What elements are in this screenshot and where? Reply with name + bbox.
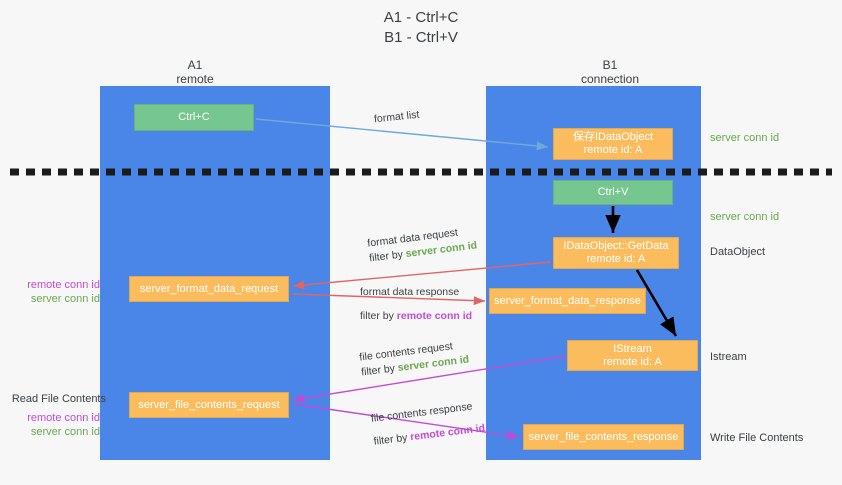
annotation-istream: Istream	[710, 351, 747, 363]
box-server-format-data-request-label: server_format_data_request	[139, 282, 279, 295]
box-getdata-line2: remote id: A	[586, 253, 646, 265]
annotation-remote-conn-id-2: remote conn id	[27, 412, 100, 424]
box-getdata[interactable]: IDataObject::GetData remote id: A	[553, 237, 679, 269]
title-line-1: A1 - Ctrl+C	[383, 9, 459, 26]
column-header-a1: A1 remote	[130, 58, 260, 86]
edge-label-format-data-response-line1: format data response	[360, 286, 460, 298]
annotation-server-conn-id-top: server conn id	[710, 132, 780, 144]
edge-label-format-list: format list	[373, 108, 420, 128]
box-ctrl-c-label: Ctrl+C	[178, 111, 210, 123]
box-set-dataobject[interactable]: 保存IDataObject remote id: A	[553, 128, 673, 160]
box-istream-line2: remote id: A	[603, 355, 662, 368]
box-set-dataobject-line1: 保存IDataObject	[572, 131, 654, 143]
annotation-server-conn-id-2: server conn id	[30, 426, 100, 438]
column-a1-name: A1	[187, 58, 203, 72]
edge-label-format-list-text: format list	[373, 108, 420, 126]
box-server-format-data-response[interactable]: server_format_data_response	[489, 288, 646, 314]
column-b1-name: B1	[602, 58, 618, 72]
column-a1-role: remote	[176, 72, 214, 86]
page-title: A1 - Ctrl+C B1 - Ctrl+V	[0, 8, 842, 48]
edge-label-format-data-request: format data request filter by server con…	[367, 223, 478, 266]
box-ctrl-v-label: Ctrl+V	[597, 186, 629, 198]
box-ctrl-c[interactable]: Ctrl+C	[134, 104, 254, 131]
box-getdata-line1: IDataObject::GetData	[563, 240, 669, 252]
box-server-file-contents-response-label: server_file_contents_response	[528, 430, 679, 443]
column-b1-role: connection	[580, 72, 640, 86]
edge-label-format-data-response: format data response filter by remote co…	[360, 285, 472, 324]
annotation-conn-ids-file: remote conn id server conn id	[8, 411, 100, 439]
edge-label-file-contents-response: file contents response filter by remote …	[370, 398, 486, 449]
annotation-remote-conn-id-1: remote conn id	[27, 279, 100, 291]
filter-prefix: filter by	[360, 362, 399, 379]
filter-prefix: filter by	[360, 310, 397, 322]
box-server-format-data-request[interactable]: server_format_data_request	[129, 276, 289, 302]
box-server-file-contents-request-label: server_file_contents_request	[138, 398, 280, 411]
annotation-server-conn-id-mid: server conn id	[710, 211, 780, 223]
box-ctrl-v[interactable]: Ctrl+V	[553, 180, 673, 205]
box-istream-line1: IStream	[613, 342, 652, 355]
filter-prefix: filter by	[368, 248, 407, 265]
edge-label-format-data-response-filter: filter by remote conn id	[360, 309, 472, 324]
box-server-file-contents-request[interactable]: server_file_contents_request	[129, 392, 289, 418]
edge-label-file-contents-request: file contents request filter by server c…	[359, 337, 470, 380]
box-istream[interactable]: IStream remote id: A	[567, 340, 698, 371]
annotation-write-file-contents: Write File Contents	[710, 432, 804, 444]
filter-key: remote conn id	[409, 422, 486, 444]
filter-prefix: filter by	[373, 431, 411, 448]
box-server-file-contents-response[interactable]: server_file_contents_response	[523, 424, 684, 450]
annotation-conn-ids-format: remote conn id server conn id	[8, 278, 100, 306]
box-server-format-data-response-label: server_format_data_response	[494, 294, 641, 307]
edge-label-file-contents-response-filter: filter by remote conn id	[373, 421, 486, 450]
title-line-2: B1 - Ctrl+V	[384, 29, 458, 46]
filter-key: remote conn id	[396, 310, 473, 322]
annotation-read-file-contents: Read File Contents	[11, 393, 106, 405]
annotation-dataobject: DataObject	[710, 246, 766, 258]
annotation-server-conn-id-1: server conn id	[30, 293, 100, 305]
box-set-dataobject-line2: remote id: A	[583, 144, 643, 156]
column-header-b1: B1 connection	[530, 58, 690, 86]
